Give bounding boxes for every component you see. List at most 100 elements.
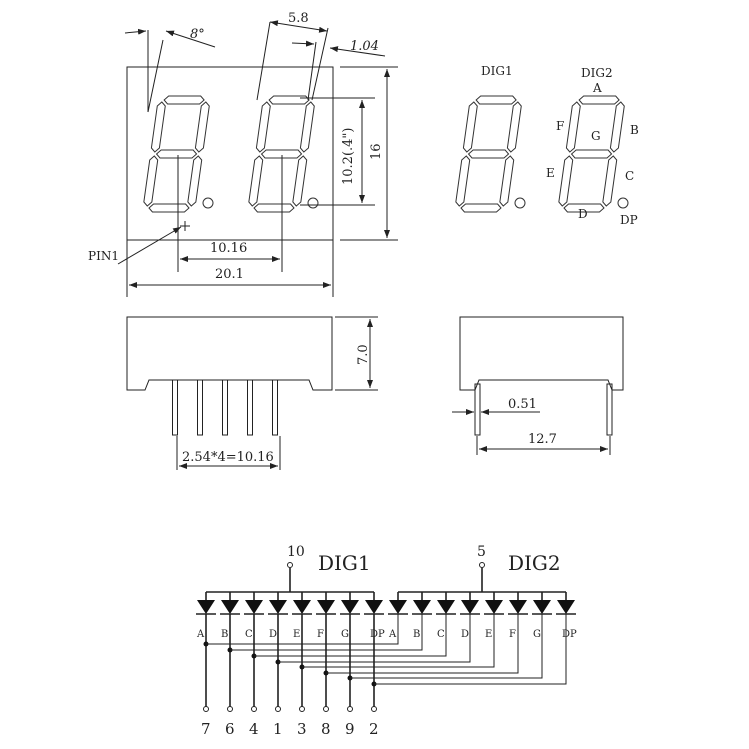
segment-d bbox=[253, 203, 295, 213]
digit-height-label: 10.2(.4") bbox=[341, 128, 356, 185]
diode-segment-label: A bbox=[388, 629, 397, 640]
diode-triangle bbox=[365, 600, 383, 614]
pin-1 bbox=[172, 379, 178, 436]
segment-pin bbox=[299, 706, 305, 712]
schematic-dig2-label: DIG2 bbox=[508, 551, 561, 575]
segment-pin bbox=[323, 706, 329, 712]
seg-label-e: E bbox=[546, 166, 555, 180]
segment-e bbox=[558, 155, 574, 207]
dig2-crossover-wire bbox=[206, 614, 399, 645]
diode-triangle bbox=[221, 600, 239, 614]
segment-pin-number: 2 bbox=[369, 720, 379, 738]
segment-dp bbox=[307, 197, 319, 209]
diode-triangle bbox=[317, 600, 335, 614]
segment-f bbox=[462, 101, 478, 153]
pin-2 bbox=[197, 379, 203, 436]
diode-dig1-e: E3 bbox=[292, 592, 312, 738]
schematic-dig1-label: DIG1 bbox=[318, 551, 371, 575]
seg-label-d: D bbox=[578, 207, 588, 221]
segment-pin bbox=[371, 706, 377, 712]
diode-dig2-a: A bbox=[206, 592, 408, 645]
dig2-crossover-wire bbox=[326, 614, 519, 674]
end-body-outline bbox=[459, 316, 624, 391]
pitch-label: 2.54*4=10.16 bbox=[182, 450, 274, 465]
dig2-crossover-wire bbox=[302, 614, 495, 668]
diode-segment-label: E bbox=[485, 629, 492, 640]
diode-triangle bbox=[413, 600, 431, 614]
pin-4 bbox=[247, 379, 253, 436]
segment-pin-number: 8 bbox=[321, 720, 331, 738]
angle-arrow-2 bbox=[165, 30, 216, 48]
diode-segment-label: C bbox=[245, 629, 253, 640]
diode-segment-label: E bbox=[293, 629, 300, 640]
segment-pin bbox=[275, 706, 281, 712]
diode-dig2-f: F bbox=[326, 592, 528, 674]
segment-pin-number: 6 bbox=[225, 720, 235, 738]
seg-label-b: B bbox=[630, 123, 639, 137]
segment-pin-number: 3 bbox=[297, 720, 307, 738]
thickness-arrow bbox=[291, 40, 315, 47]
diode-dig1-b: B6 bbox=[220, 592, 240, 738]
map-digits bbox=[455, 95, 629, 213]
diode-segment-label: D bbox=[269, 629, 277, 640]
thickness-arrow-2 bbox=[329, 46, 386, 57]
side-body-outline bbox=[126, 316, 333, 391]
segment-pin-number: 7 bbox=[201, 720, 211, 738]
segment-f bbox=[255, 101, 271, 153]
segment-pin bbox=[227, 706, 233, 712]
segment-width-label: 5.8 bbox=[288, 11, 309, 26]
segment-a bbox=[475, 95, 517, 105]
width-ext-left bbox=[256, 21, 271, 101]
diode-dig1-a: A7 bbox=[196, 592, 216, 738]
diode-triangle bbox=[245, 600, 263, 614]
dig2-common-pin bbox=[479, 562, 485, 568]
seg-label-c: C bbox=[625, 169, 634, 183]
segment-c bbox=[292, 155, 308, 207]
pin1-label: PIN1 bbox=[88, 249, 119, 263]
side-pins bbox=[172, 379, 278, 436]
row-spacing-label: 12.7 bbox=[528, 432, 557, 447]
segment-thickness-label: 1.04 bbox=[350, 39, 379, 54]
dig1-common-pin bbox=[287, 562, 293, 568]
segment-pin-number: 9 bbox=[345, 720, 355, 738]
segment-pin-number: 1 bbox=[273, 720, 283, 738]
map-digit-2 bbox=[558, 95, 629, 213]
end-pin-left bbox=[474, 383, 481, 436]
pin-span-label: 10.16 bbox=[210, 241, 247, 256]
diode-dig1-c: C4 bbox=[244, 592, 264, 738]
front-body-outline bbox=[126, 66, 334, 241]
diode-triangle bbox=[341, 600, 359, 614]
dig2-crossover-wire bbox=[254, 614, 447, 657]
dig1-common-pin-number: 10 bbox=[287, 544, 305, 560]
pin-width-label: 0.51 bbox=[508, 397, 537, 412]
dig2-crossover-wire bbox=[278, 614, 471, 663]
seg-label-a: A bbox=[592, 81, 602, 95]
diode-triangle bbox=[389, 600, 407, 614]
diode-dig2-b: B bbox=[230, 592, 432, 651]
segment-c bbox=[187, 155, 203, 207]
segment-pin-number: 4 bbox=[249, 720, 259, 738]
seg-label-g: G bbox=[591, 129, 601, 143]
diode-segment-label: D bbox=[461, 629, 469, 640]
angle-arrow bbox=[124, 28, 147, 35]
body-width-label: 20.1 bbox=[215, 267, 244, 282]
pin1-plus-mark bbox=[180, 221, 190, 231]
segment-b bbox=[506, 101, 522, 153]
segment-a bbox=[268, 95, 310, 105]
segment-dp bbox=[617, 197, 629, 209]
digit-2 bbox=[248, 95, 319, 213]
diode-triangle bbox=[557, 600, 575, 614]
segment-a bbox=[578, 95, 620, 105]
diode-dig2-d: D bbox=[278, 592, 480, 663]
segment-d bbox=[148, 203, 190, 213]
diode-segment-label: C bbox=[437, 629, 445, 640]
segment-c bbox=[499, 155, 515, 207]
map-dig1-label: DIG1 bbox=[481, 64, 513, 78]
pin1-leader bbox=[117, 226, 182, 265]
segment-f bbox=[150, 101, 166, 153]
diode-triangle bbox=[485, 600, 503, 614]
end-view: 0.51 12.7 bbox=[452, 316, 624, 455]
segment-dp bbox=[202, 197, 214, 209]
